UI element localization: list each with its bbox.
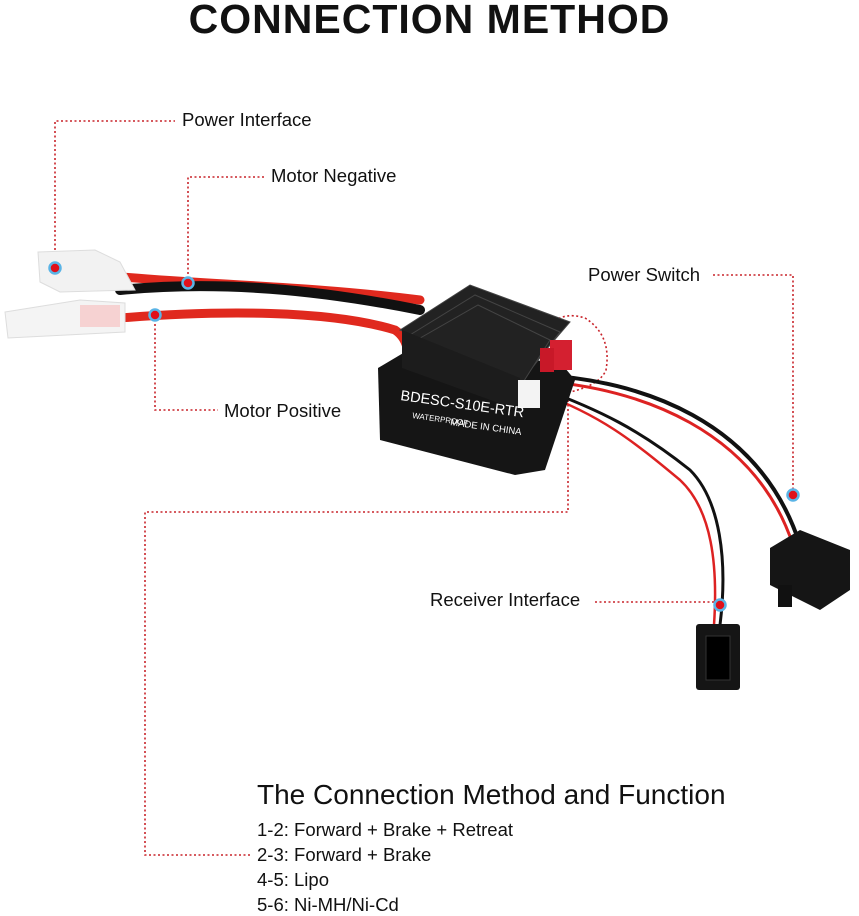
function-item: 1-2: Forward + Brake + Retreat xyxy=(257,819,514,840)
leader-power-interface xyxy=(54,120,175,268)
markers xyxy=(48,261,800,612)
function-item: 4-5: Lipo xyxy=(257,869,329,890)
marker-motor-positive xyxy=(148,308,162,322)
power-connector xyxy=(4,249,136,339)
function-item: 5-6: Ni-MH/Ni-Cd xyxy=(257,894,399,915)
esc-body xyxy=(378,284,575,475)
function-item: 2-3: Forward + Brake xyxy=(257,844,432,865)
function-title: The Connection Method and Function xyxy=(257,779,726,810)
leader-motor-negative xyxy=(187,176,265,283)
label-receiver-interface: Receiver Interface xyxy=(430,589,581,610)
receiver-plug xyxy=(696,624,740,690)
power-switch xyxy=(770,530,850,610)
leader-lines xyxy=(54,120,794,856)
marker-power-switch xyxy=(786,488,800,502)
leader-receiver-interface xyxy=(595,601,721,605)
label-motor-negative: Motor Negative xyxy=(271,165,397,186)
leader-motor-positive xyxy=(154,315,218,411)
page-title: CONNECTION METHOD xyxy=(188,0,671,42)
leader-power-switch xyxy=(713,274,794,495)
marker-motor-negative xyxy=(181,276,195,290)
label-power-interface: Power Interface xyxy=(182,109,312,130)
marker-receiver-interface xyxy=(713,598,727,612)
label-motor-positive: Motor Positive xyxy=(224,400,342,421)
label-power-switch: Power Switch xyxy=(588,264,701,285)
marker-power-interface xyxy=(48,261,62,275)
